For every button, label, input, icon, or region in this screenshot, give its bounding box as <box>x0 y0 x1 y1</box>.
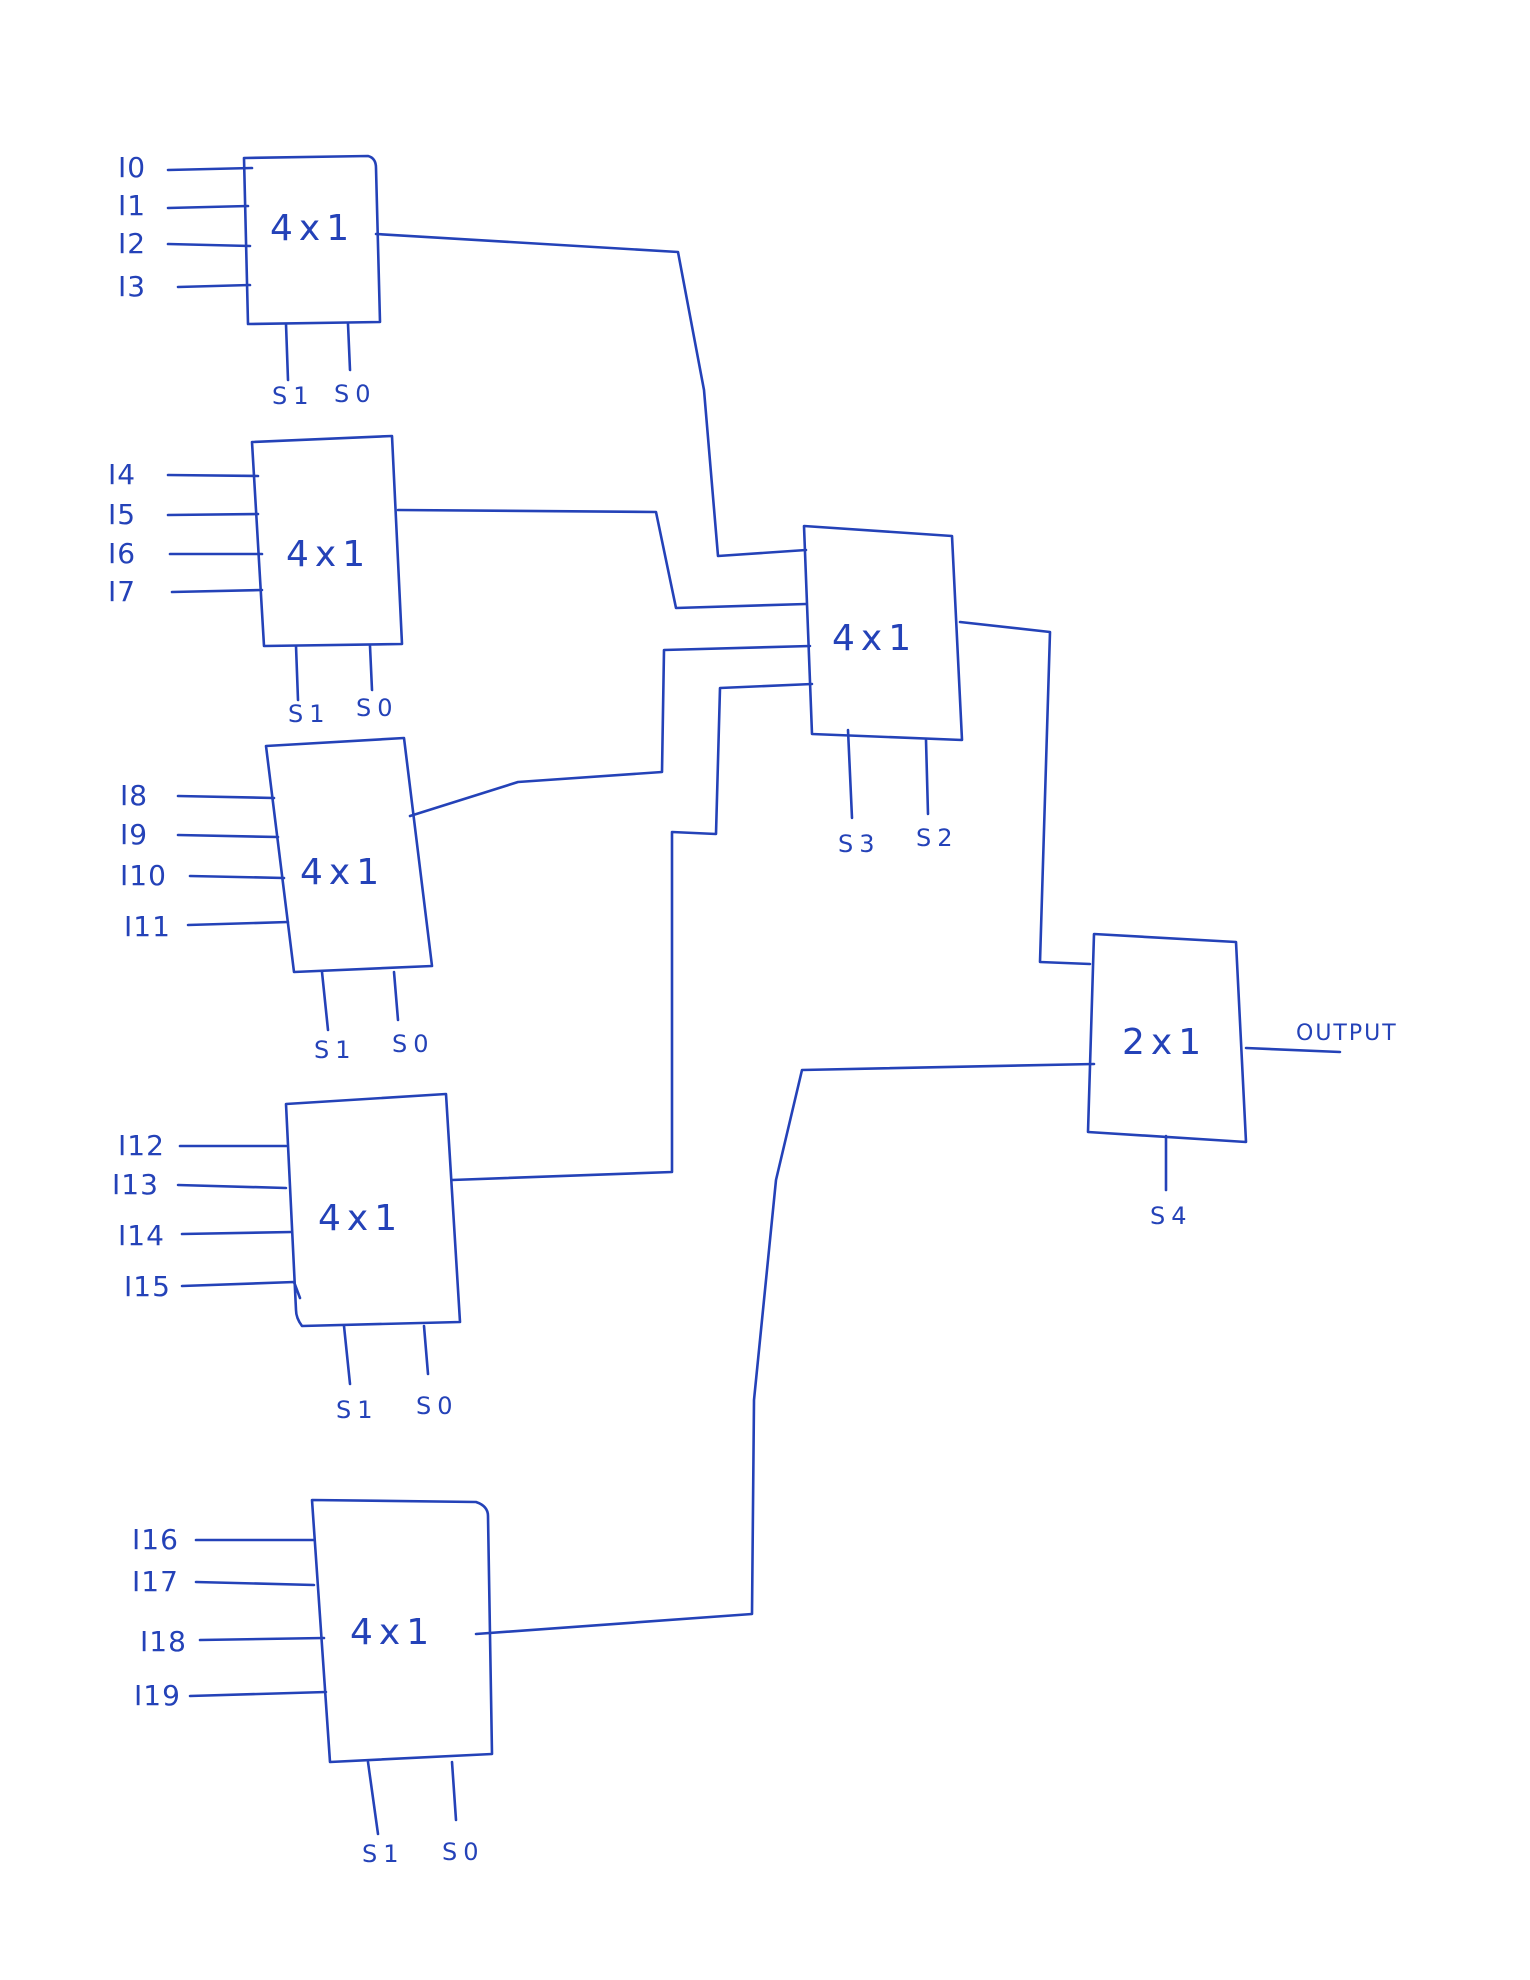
mux-3: 4x1 I8 I9 I10 I11 S1 S0 <box>120 736 435 1064</box>
mux-final-select: S4 <box>1150 1202 1193 1230</box>
connection-wires <box>374 232 1096 1636</box>
output-label: OUTPUT <box>1296 1021 1398 1046</box>
mux-second-stage-box <box>802 524 964 742</box>
mux-5-input-0: I16 <box>132 1523 179 1556</box>
mux-3-box <box>264 736 434 974</box>
mux-second-stage-label: 4x1 <box>832 618 917 659</box>
mux-5-input-2: I18 <box>140 1625 187 1658</box>
mux-2: 4x1 I4 I5 I6 I7 S1 S0 <box>108 434 404 728</box>
mux-5: 4x1 I16 I17 I18 I19 S1 S0 <box>132 1498 494 1868</box>
mux-1: 4x1 I0 I1 I2 I3 S1 S0 <box>118 151 382 410</box>
mux-4-select-1: S1 <box>336 1396 379 1424</box>
mux-second-stage-select-3: S3 <box>838 830 881 858</box>
mux-2-input-1: I5 <box>108 498 136 531</box>
mux-final-box <box>1086 932 1248 1144</box>
mux-1-box <box>242 154 382 326</box>
mux-2-box <box>250 434 404 648</box>
mux-2-label: 4x1 <box>286 534 371 575</box>
mux-1-select-0: S0 <box>334 380 377 408</box>
output-wire <box>1244 1046 1342 1054</box>
mux-2-select-0: S0 <box>356 694 399 722</box>
mux-2-input-3: I7 <box>108 575 136 608</box>
mux-4-box <box>284 1092 462 1328</box>
wire-mux5-to-final <box>474 1062 1096 1636</box>
mux-3-input-0: I8 <box>120 779 148 812</box>
mux-1-input-3: I3 <box>118 270 146 303</box>
mux-5-select-0: S0 <box>442 1838 485 1866</box>
wire-mux3-to-second <box>408 644 812 818</box>
mux-1-input-1: I1 <box>118 189 146 222</box>
mux-2-select-1: S1 <box>288 700 331 728</box>
wire-mux4-to-second <box>450 682 814 1182</box>
mux-5-box <box>310 1498 494 1764</box>
mux-4-input-0: I12 <box>118 1129 165 1162</box>
mux-final: 2x1 S4 OUTPUT <box>1086 932 1398 1230</box>
mux-3-select-1: S1 <box>314 1036 357 1064</box>
mux-1-input-0: I0 <box>118 151 146 184</box>
wire-mux2-to-second <box>396 508 808 610</box>
mux-5-label: 4x1 <box>350 1612 435 1653</box>
wire-mux1-to-second <box>374 232 808 558</box>
mux-second-stage-select-2: S2 <box>916 824 959 852</box>
mux-4-label: 4x1 <box>318 1198 403 1239</box>
mux-3-label: 4x1 <box>300 852 385 893</box>
mux-4-input-1: I13 <box>112 1168 159 1201</box>
mux-4-select-0: S0 <box>416 1392 459 1420</box>
mux-second-stage: 4x1 S3 S2 <box>802 524 964 858</box>
mux-4-input-3: I15 <box>124 1270 171 1303</box>
mux-5-input-3: I19 <box>134 1679 181 1712</box>
mux-4: 4x1 I12 I13 I14 I15 S1 S0 <box>112 1092 462 1424</box>
mux-3-input-2: I10 <box>120 859 167 892</box>
mux-1-label: 4x1 <box>270 208 355 249</box>
mux-5-select-1: S1 <box>362 1840 405 1868</box>
mux-5-input-1: I17 <box>132 1565 179 1598</box>
mux-1-select-1: S1 <box>272 382 315 410</box>
mux-3-input-3: I11 <box>124 910 171 943</box>
mux-3-select-0: S0 <box>392 1030 435 1058</box>
mux-final-label: 2x1 <box>1122 1022 1207 1063</box>
mux-1-input-2: I2 <box>118 227 146 260</box>
mux-4-input-2: I14 <box>118 1219 165 1252</box>
mux-3-input-1: I9 <box>120 818 148 851</box>
mux-2-input-0: I4 <box>108 458 136 491</box>
mux-2-input-2: I6 <box>108 537 136 570</box>
wire-second-to-final <box>958 620 1092 966</box>
